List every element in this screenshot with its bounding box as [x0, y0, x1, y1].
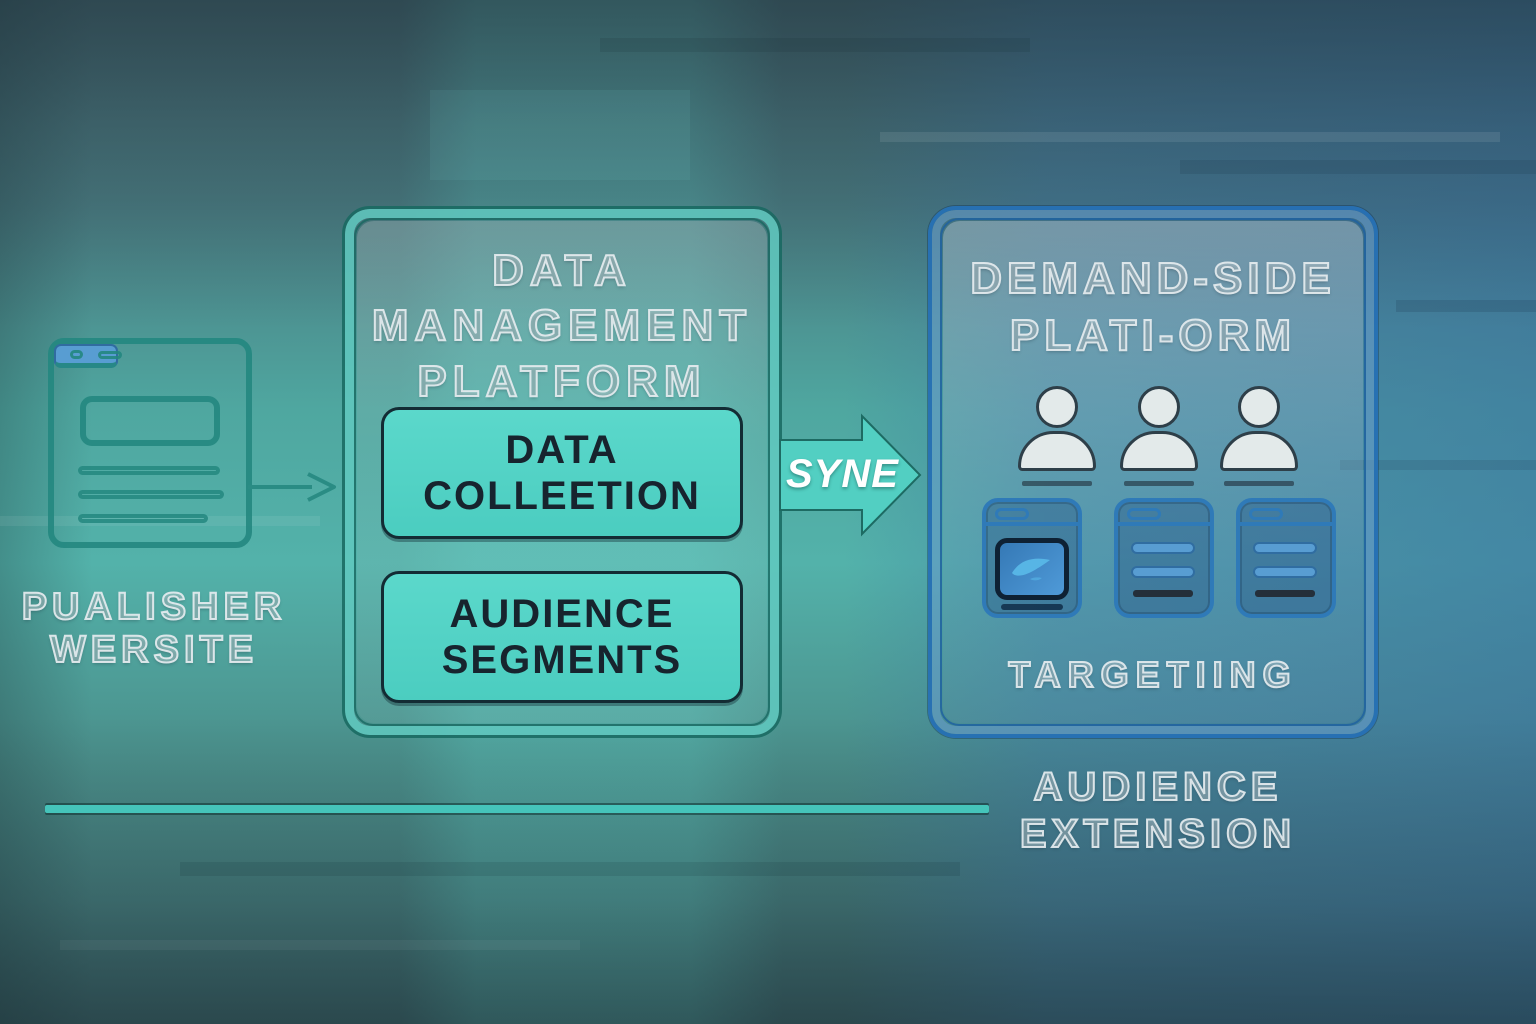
- audience-extension-label: AUDIENCE EXTENSION: [938, 764, 1378, 858]
- ad-creative-card-icon: [982, 498, 1082, 618]
- publisher-label-line: WERSITE: [49, 628, 259, 672]
- data-collection-label-line: DATA: [505, 428, 619, 472]
- sync-label: SYNE: [786, 452, 899, 496]
- targeting-caption: TARGETIING: [1007, 653, 1298, 696]
- card-tab-pill: [1127, 508, 1161, 520]
- card-text-bar: [1131, 542, 1195, 554]
- person-icon: [1220, 386, 1298, 486]
- audience-segments-label-line: SEGMENTS: [441, 638, 683, 682]
- dmp-title: DATA MANAGEMENT PLATFORM: [345, 243, 779, 409]
- person-shadow: [1224, 481, 1294, 486]
- glitch-stripe: [430, 90, 690, 180]
- glitch-stripe: [1180, 160, 1536, 174]
- person-body: [1018, 431, 1096, 471]
- audience-extension-line: AUDIENCE: [1033, 764, 1283, 810]
- audience-extension-line: EXTENSION: [1019, 811, 1297, 857]
- glitch-stripe: [600, 38, 1030, 52]
- card-text-bar: [1253, 542, 1317, 554]
- card-text-bar: [1253, 566, 1317, 578]
- data-collection-label-line: COLLEETION: [423, 474, 701, 518]
- dmp-title-line: PLATFORM: [416, 356, 707, 407]
- card-shadow-bar: [1001, 604, 1063, 610]
- browser-text-line: [78, 490, 224, 499]
- audience-segments-box: AUDIENCE SEGMENTS: [381, 571, 743, 703]
- browser-text-line: [78, 466, 220, 475]
- dsp-title-line: PLATI-ORM: [1009, 310, 1297, 361]
- browser-dot-icon: [70, 350, 83, 359]
- person-head: [1238, 386, 1280, 428]
- card-tab-pill: [1249, 508, 1283, 520]
- ad-listing-card-icon: [1114, 498, 1214, 618]
- person-icon: [1018, 386, 1096, 486]
- card-footer-bar: [1255, 590, 1315, 597]
- glitch-stripe: [880, 132, 1500, 142]
- ad-listing-card-icon: [1236, 498, 1336, 618]
- card-tab-pill: [995, 508, 1029, 520]
- dsp-title-line: DEMAND-SIDE: [969, 253, 1336, 304]
- data-management-platform-box: DATA MANAGEMENT PLATFORM DATA COLLEETION…: [342, 206, 782, 738]
- person-shadow: [1124, 481, 1194, 486]
- ad-screen: [995, 538, 1069, 600]
- demand-side-platform-box: DEMAND-SIDE PLATI-ORM: [928, 206, 1378, 738]
- person-head: [1036, 386, 1078, 428]
- data-collection-box: DATA COLLEETION: [381, 407, 743, 539]
- browser-image-placeholder: [80, 396, 220, 446]
- dmp-title-line: DATA: [491, 245, 632, 296]
- dmp-title-line: MANAGEMENT: [371, 300, 753, 351]
- arrow-right-icon: [246, 468, 338, 506]
- glitch-stripe: [1396, 300, 1536, 312]
- publisher-label-line: PUALISHER: [21, 585, 287, 629]
- browser-window-icon: [48, 338, 252, 548]
- dsp-title: DEMAND-SIDE PLATI-ORM: [932, 250, 1374, 364]
- browser-dot-icon: [98, 351, 122, 359]
- card-text-bar: [1131, 566, 1195, 578]
- glitch-stripe: [60, 940, 580, 950]
- divider-line: [45, 805, 989, 813]
- card-footer-bar: [1133, 590, 1193, 597]
- audience-segments-label-line: AUDIENCE: [449, 592, 675, 636]
- person-head: [1138, 386, 1180, 428]
- person-body: [1220, 431, 1298, 471]
- person-icon: [1120, 386, 1198, 486]
- glitch-stripe: [180, 862, 960, 876]
- person-shadow: [1022, 481, 1092, 486]
- person-body: [1120, 431, 1198, 471]
- browser-text-line: [78, 514, 208, 523]
- publisher-website-label: PUALISHER WERSITE: [8, 585, 300, 673]
